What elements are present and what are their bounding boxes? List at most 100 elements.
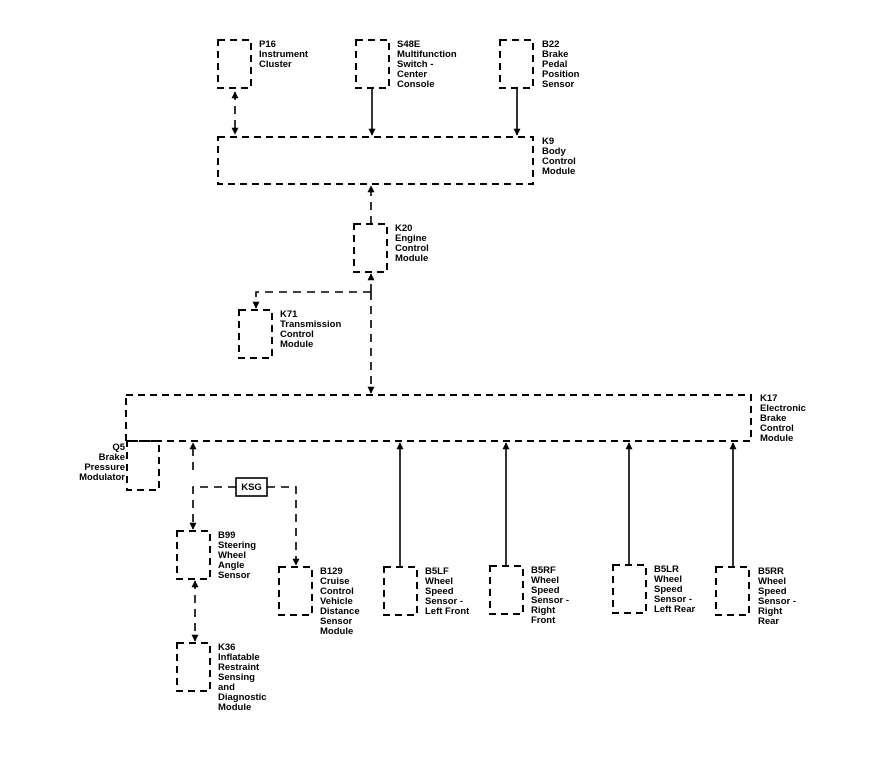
b5rr-line-1: Wheel bbox=[758, 576, 786, 587]
k17-line-3: Control bbox=[760, 423, 794, 434]
k9-line-2: Control bbox=[542, 156, 576, 167]
k71-line-2: Control bbox=[280, 329, 314, 340]
b5rf-id: B5RF bbox=[531, 565, 556, 576]
s48e-box bbox=[355, 39, 390, 89]
k9-box bbox=[217, 136, 534, 185]
k20-box bbox=[353, 223, 388, 273]
q5-line-3: Modulator bbox=[79, 472, 125, 483]
k17-line-1: Electronic bbox=[760, 403, 806, 414]
s48e-line-1: Multifunction bbox=[397, 49, 457, 60]
b129-box bbox=[278, 566, 313, 616]
b129-line-2: Control bbox=[320, 586, 354, 597]
p16-id: P16 bbox=[259, 39, 276, 50]
b129-line-3: Vehicle bbox=[320, 596, 353, 607]
b5lf-id: B5LF bbox=[425, 566, 449, 577]
b22-line-1: Brake bbox=[542, 49, 568, 60]
ksg-box bbox=[235, 477, 268, 497]
b5lf-line-3: Sensor - bbox=[425, 596, 463, 607]
q5-box bbox=[126, 440, 160, 491]
b129-line-1: Cruise bbox=[320, 576, 350, 587]
b5lf-line-4: Left Front bbox=[425, 606, 470, 617]
k17-id: K17 bbox=[760, 393, 777, 404]
k36-line-5: Diagnostic bbox=[218, 692, 267, 703]
k36-line-1: Inflatable bbox=[218, 652, 260, 663]
b99-line-1: Steering bbox=[218, 540, 256, 551]
b129-line-5: Sensor bbox=[320, 616, 353, 627]
k17-line-4: Module bbox=[760, 433, 793, 444]
k36-line-6: Module bbox=[218, 702, 251, 713]
b22-id: B22 bbox=[542, 39, 559, 50]
b5rf-line-3: Sensor - bbox=[531, 595, 569, 606]
b5lr-line-2: Speed bbox=[654, 584, 683, 595]
k20-line-1: Engine bbox=[395, 233, 427, 244]
k9-line-3: Module bbox=[542, 166, 575, 177]
k9-line-1: Body bbox=[542, 146, 566, 157]
ksg-b99-link bbox=[189, 486, 236, 530]
b5lr-line-1: Wheel bbox=[654, 574, 682, 585]
b5lf-line-2: Speed bbox=[425, 586, 454, 597]
k20-line-2: Control bbox=[395, 243, 429, 254]
b5lf-line-1: Wheel bbox=[425, 576, 453, 587]
s48e-id: S48E bbox=[397, 39, 420, 50]
k71-link bbox=[252, 291, 371, 309]
b5rf-line-5: Front bbox=[531, 615, 556, 626]
k17-box bbox=[125, 394, 752, 442]
b5rr-box bbox=[715, 566, 750, 616]
b5lr-box bbox=[612, 564, 647, 614]
b5rf-line-1: Wheel bbox=[531, 575, 559, 586]
b99-line-3: Angle bbox=[218, 560, 244, 571]
s48e-line-2: Switch - bbox=[397, 59, 433, 70]
p16-box bbox=[217, 39, 252, 89]
b5rr-line-3: Sensor - bbox=[758, 596, 796, 607]
k71-box bbox=[238, 309, 273, 359]
k9-id: K9 bbox=[542, 136, 554, 147]
b5rf-line-4: Right bbox=[531, 605, 556, 616]
b99-id: B99 bbox=[218, 530, 235, 541]
b5lf-box bbox=[383, 566, 418, 616]
k20-line-3: Module bbox=[395, 253, 428, 264]
b5rr-line-2: Speed bbox=[758, 586, 787, 597]
k36-id: K36 bbox=[218, 642, 235, 653]
b5rf-line-2: Speed bbox=[531, 585, 560, 596]
b99-line-2: Wheel bbox=[218, 550, 246, 561]
b22-line-4: Sensor bbox=[542, 79, 575, 90]
b129-line-6: Module bbox=[320, 626, 353, 637]
b5rr-line-4: Right bbox=[758, 606, 783, 617]
s48e-line-4: Console bbox=[397, 79, 434, 90]
k71-line-3: Module bbox=[280, 339, 313, 350]
k36-box bbox=[176, 642, 211, 692]
b5rr-line-5: Rear bbox=[758, 616, 779, 627]
b22-line-3: Position bbox=[542, 69, 580, 80]
k71-id: K71 bbox=[280, 309, 298, 320]
b5lr-id: B5LR bbox=[654, 564, 679, 575]
k36-line-4: and bbox=[218, 682, 235, 693]
b129-line-4: Distance bbox=[320, 606, 360, 617]
b99-box bbox=[176, 530, 211, 580]
k71-line-1: Transmission bbox=[280, 319, 341, 330]
q5-line-1: Brake bbox=[99, 452, 125, 463]
s48e-line-3: Center bbox=[397, 69, 427, 80]
b5lr-line-4: Left Rear bbox=[654, 604, 695, 615]
k36-line-3: Sensing bbox=[218, 672, 255, 683]
b5rr-id: B5RR bbox=[758, 566, 784, 577]
ksg-b129-link bbox=[267, 486, 300, 566]
p16-line-2: Cluster bbox=[259, 59, 292, 70]
b99-line-4: Sensor bbox=[218, 570, 251, 581]
b22-box bbox=[499, 39, 534, 89]
b5lr-line-3: Sensor - bbox=[654, 594, 692, 605]
